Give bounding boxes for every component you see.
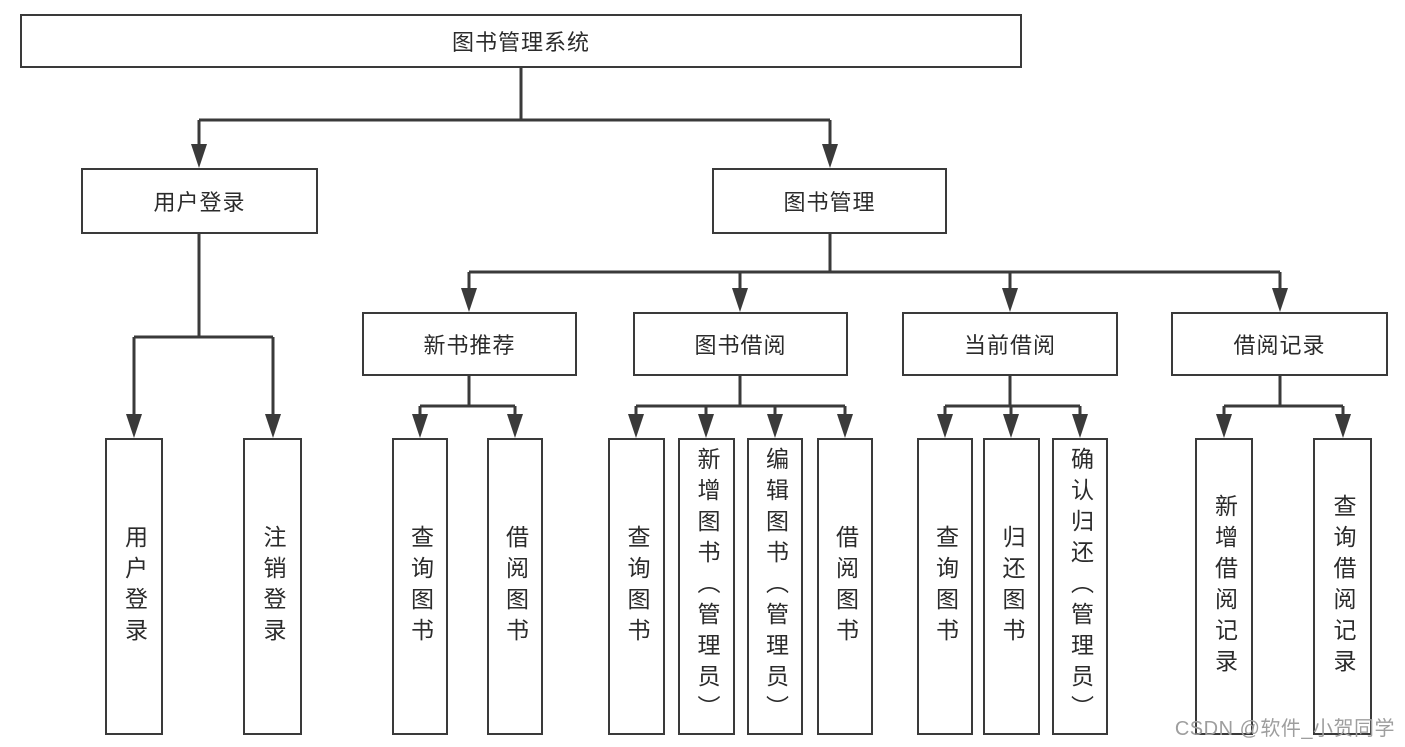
node-book-borrowing-label: 图书借阅 (694, 333, 787, 358)
node-user-login-label: 用户登录 (153, 190, 246, 215)
node-book-borrowing: 图书借阅 (633, 312, 848, 376)
node-leaf-edit-books-admin: 编辑图书（管理员） (747, 438, 803, 735)
node-leaf-user-login-label: 用户登录 (121, 524, 148, 649)
node-leaf-add-books-admin-label: 新增图书（管理员） (694, 447, 720, 726)
node-user-login: 用户登录 (81, 168, 318, 234)
node-leaf-borrow-books-recommend: 借阅图书 (487, 438, 543, 735)
csdn-watermark: CSDN @软件_小贺同学 (1174, 718, 1395, 740)
node-book-management: 图书管理 (712, 168, 947, 234)
node-library-system-label: 图书管理系统 (451, 30, 590, 55)
node-borrowing-records: 借阅记录 (1171, 312, 1388, 376)
node-leaf-borrow-books-label: 借阅图书 (832, 524, 859, 649)
node-current-borrowing-label: 当前借阅 (963, 333, 1056, 358)
node-leaf-return-books-label: 归还图书 (999, 524, 1025, 649)
node-leaf-confirm-return-admin-label: 确认归还（管理员） (1067, 447, 1094, 726)
node-leaf-return-books: 归还图书 (983, 438, 1040, 735)
node-leaf-query-books-recommend: 查询图书 (392, 438, 448, 735)
node-leaf-logout: 注销登录 (243, 438, 302, 735)
node-leaf-query-borrow-record: 查询借阅记录 (1313, 438, 1372, 735)
node-leaf-add-books-admin: 新增图书（管理员） (678, 438, 735, 735)
node-leaf-borrow-books-recommend-label: 借阅图书 (502, 524, 529, 649)
node-leaf-query-books-current: 查询图书 (917, 438, 973, 735)
node-leaf-add-borrow-record: 新增借阅记录 (1195, 438, 1253, 735)
node-leaf-confirm-return-admin: 确认归还（管理员） (1052, 438, 1108, 735)
node-leaf-query-books-recommend-label: 查询图书 (407, 524, 434, 649)
node-leaf-query-books-current-label: 查询图书 (932, 524, 959, 649)
node-leaf-user-login: 用户登录 (105, 438, 163, 735)
node-library-system: 图书管理系统 (20, 14, 1022, 68)
node-borrowing-records-label: 借阅记录 (1233, 333, 1326, 358)
node-current-borrowing: 当前借阅 (902, 312, 1118, 376)
node-book-management-label: 图书管理 (783, 190, 876, 215)
node-leaf-query-books-borrowing: 查询图书 (608, 438, 665, 735)
node-leaf-logout-label: 注销登录 (260, 524, 286, 649)
node-leaf-query-books-borrowing-label: 查询图书 (624, 524, 650, 649)
node-leaf-borrow-books: 借阅图书 (817, 438, 873, 735)
node-leaf-add-borrow-record-label: 新增借阅记录 (1211, 493, 1238, 680)
node-new-book-recommend-label: 新书推荐 (423, 333, 516, 358)
node-leaf-edit-books-admin-label: 编辑图书（管理员） (762, 447, 789, 726)
node-leaf-query-borrow-record-label: 查询借阅记录 (1330, 493, 1356, 680)
node-new-book-recommend: 新书推荐 (362, 312, 577, 376)
